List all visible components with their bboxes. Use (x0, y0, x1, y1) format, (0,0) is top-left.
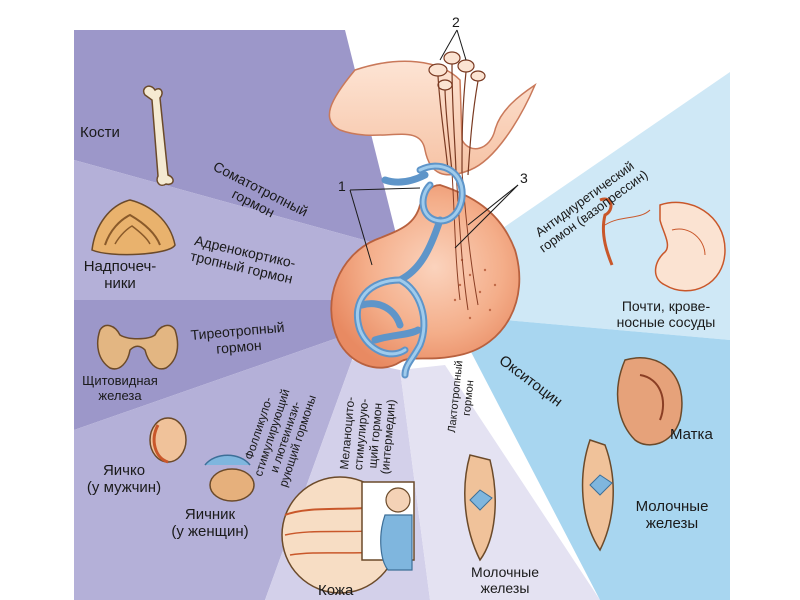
label-testis-line1: Яичко (102, 462, 146, 479)
thyroid-icon (97, 324, 179, 370)
neurosecretory-neurons (428, 51, 486, 176)
label-mammary-right-line1: Молочные (635, 498, 709, 515)
label-testis: Яичко (у мужчин) (76, 462, 172, 497)
label-kidneys: Почти, крове- носные сосуды (610, 298, 722, 330)
label-bones: Кости (80, 124, 120, 141)
mammary-right-icon (581, 439, 614, 552)
leader-lines (349, 29, 519, 266)
label-mammary-center-line2: железы (480, 580, 530, 597)
label-ovary-line2: (у женщин) (171, 523, 249, 541)
mammary-center-icon (464, 454, 496, 562)
adrenal-icon (91, 199, 176, 256)
label-skin: Кожа (318, 582, 354, 599)
skin-illustration (281, 476, 415, 594)
marker-1: 1 (338, 178, 346, 194)
kidney-icon (599, 197, 726, 292)
label-kidneys-line2: носные сосуды (616, 314, 716, 331)
label-adrenals: Надпочеч- ники (78, 258, 162, 293)
sector-adrenals (74, 160, 400, 300)
label-thyroid-line2: железа (98, 387, 142, 403)
label-kidneys-line1: Почти, крове- (621, 298, 711, 314)
label-mammary-center: Молочные железы (455, 564, 555, 596)
bone-icon (143, 85, 174, 187)
sector-bones (74, 30, 400, 250)
label-thyroid: Щитовидная железа (80, 373, 160, 404)
label-adrenals-line1: Надпочеч- (83, 258, 157, 275)
label-ovary-line1: Яичник (184, 506, 236, 523)
label-uterus: Матка (670, 426, 713, 443)
sector-thyroid (74, 300, 370, 430)
label-thyroid-line1: Щитовидная (82, 373, 158, 388)
testis-icon (149, 417, 187, 464)
sector-lactotropic (400, 365, 600, 600)
label-testis-line2: (у мужчин) (86, 479, 162, 497)
marker-2: 2 (452, 14, 460, 30)
hypothalamus-shape (328, 60, 537, 176)
portal-vessels-inner (355, 164, 464, 377)
posterior-lobe-texture (453, 258, 497, 320)
label-mammary-right: Молочные железы (622, 498, 722, 533)
label-ovary: Яичник (у женщин) (162, 506, 258, 541)
ovary-icon (204, 454, 255, 502)
label-adrenals-line2: ники (104, 275, 136, 293)
uterus-icon (616, 357, 683, 446)
label-mammary-right-line2: железы (645, 515, 699, 533)
marker-3: 3 (520, 170, 528, 186)
label-melanocyte: Меланоцито- стимулирую- щий гормон (инте… (337, 395, 400, 475)
label-mammary-center-line1: Молочные (471, 564, 539, 580)
